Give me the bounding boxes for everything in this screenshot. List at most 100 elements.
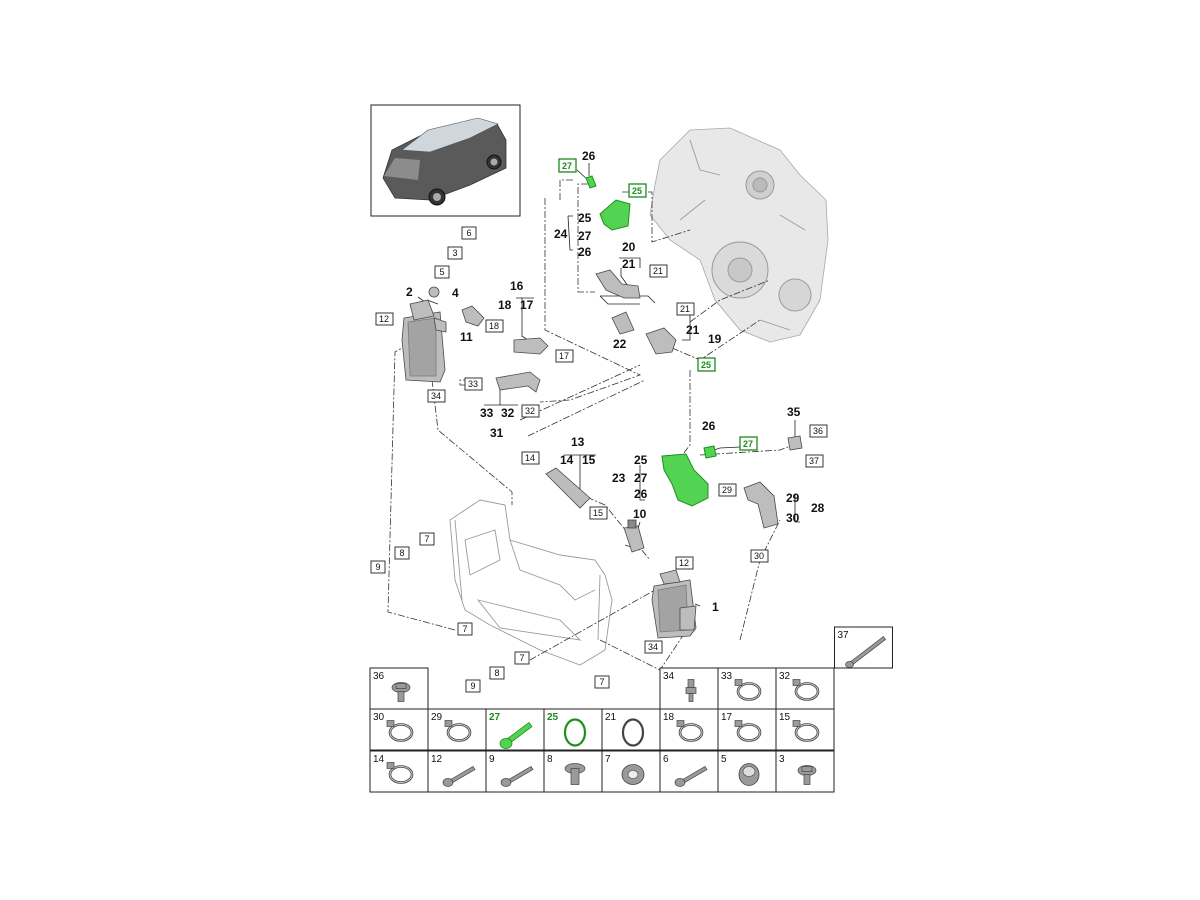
sensor-icon xyxy=(685,679,697,702)
intake-pipe-23 xyxy=(661,445,717,507)
intake-pipe-24 xyxy=(585,175,631,231)
parts-cell-5: 5 xyxy=(717,750,777,793)
svg-text:7: 7 xyxy=(599,677,604,687)
svg-text:12: 12 xyxy=(379,314,389,324)
callout-box-29: 29 xyxy=(718,483,737,497)
parts-cell-34: 34 xyxy=(659,667,719,710)
svg-text:29: 29 xyxy=(722,485,732,495)
svg-text:9: 9 xyxy=(375,562,380,572)
svg-text:36: 36 xyxy=(813,426,823,436)
parts-cell-number: 33 xyxy=(721,671,733,682)
parts-cell-number: 9 xyxy=(489,754,495,765)
long-bolt-icon xyxy=(845,635,886,668)
callout-26: 26 xyxy=(578,245,592,259)
svg-text:5: 5 xyxy=(439,267,444,277)
hose-sensor-left xyxy=(428,286,485,327)
callout-18: 18 xyxy=(498,298,512,312)
hose-28 xyxy=(743,481,779,529)
parts-cell-30: 30 xyxy=(369,708,429,751)
hose-clamp-icon xyxy=(734,679,762,701)
vehicle-thumbnail xyxy=(370,104,521,217)
callouts-boxed: 6 3 5 12 18 17 21 21 33 34 32 14 15 36 3… xyxy=(370,226,828,693)
parts-cell-18: 18 xyxy=(659,708,719,751)
svg-text:25: 25 xyxy=(701,360,711,370)
parts-cell-number: 8 xyxy=(547,754,553,765)
callout-box-25-highlight: 25 xyxy=(697,357,716,372)
parts-cell-3: 3 xyxy=(775,750,835,793)
callout-box-3: 3 xyxy=(447,246,463,260)
parts-cell-number: 14 xyxy=(373,754,385,765)
callout-26: 26 xyxy=(582,149,596,163)
charge-air-cooler-left xyxy=(401,299,447,383)
pipe-19 xyxy=(645,327,677,355)
hose-clamp-icon xyxy=(676,720,704,742)
parts-cell-number: 5 xyxy=(721,754,727,765)
suv-icon xyxy=(382,117,507,206)
callout-box-33: 33 xyxy=(464,377,483,391)
parts-cell-21: 21 xyxy=(601,708,661,751)
hose-clamp-icon xyxy=(792,679,820,701)
parts-cell-25: 25 xyxy=(543,708,603,751)
svg-text:8: 8 xyxy=(399,548,404,558)
parts-cell-number: 34 xyxy=(663,671,675,682)
callout-21: 21 xyxy=(622,257,636,271)
callout-19: 19 xyxy=(708,332,722,346)
front-carrier-frame xyxy=(449,499,613,666)
svg-text:15: 15 xyxy=(593,508,603,518)
callout-16: 16 xyxy=(510,279,524,293)
callouts-boxed-green: 27 25 25 27 xyxy=(558,158,758,451)
bolt-icon xyxy=(674,766,708,787)
svg-text:32: 32 xyxy=(525,406,535,416)
callout-box-21: 21 xyxy=(676,302,695,316)
svg-text:9: 9 xyxy=(470,681,475,691)
o-ring-icon xyxy=(563,718,587,747)
callout-box-27-highlight: 27 xyxy=(558,158,577,173)
callout-28: 28 xyxy=(811,501,825,515)
bolt-icon xyxy=(500,766,534,787)
callout-23: 23 xyxy=(612,471,626,485)
sensor-35 xyxy=(787,435,803,451)
connector-22 xyxy=(611,311,635,335)
callout-box-9: 9 xyxy=(370,560,386,574)
spacer-icon xyxy=(738,763,760,786)
hose-clamp-icon xyxy=(386,762,414,784)
parts-cell-8: 8 xyxy=(543,750,603,793)
callout-box-21: 21 xyxy=(649,264,668,278)
svg-text:17: 17 xyxy=(559,351,569,361)
callout-1: 1 xyxy=(712,600,719,614)
callout-31: 31 xyxy=(490,426,504,440)
parts-cell-9: 9 xyxy=(485,750,545,793)
parts-cell-number: 30 xyxy=(373,712,385,723)
parts-cell-number: 21 xyxy=(605,712,617,723)
flange-bolt-icon xyxy=(391,682,411,702)
svg-text:34: 34 xyxy=(648,642,658,652)
parts-cell-37: 37 xyxy=(834,626,893,669)
sensor-10 xyxy=(623,519,645,553)
callout-box-14: 14 xyxy=(521,451,540,465)
parts-cell-number: 7 xyxy=(605,754,611,765)
hose-31 xyxy=(495,371,541,393)
callout-29: 29 xyxy=(786,491,800,505)
svg-text:33: 33 xyxy=(468,379,478,389)
hose-clamp-icon xyxy=(734,720,762,742)
callout-24: 24 xyxy=(554,227,568,241)
parts-cell-number: 25 xyxy=(547,712,559,723)
callout-box-17: 17 xyxy=(555,349,574,363)
svg-text:12: 12 xyxy=(679,558,689,568)
svg-text:8: 8 xyxy=(494,668,499,678)
callout-box-6: 6 xyxy=(461,226,477,240)
callout-17: 17 xyxy=(520,298,534,312)
callout-11: 11 xyxy=(460,330,473,344)
svg-text:30: 30 xyxy=(754,551,764,561)
svg-text:7: 7 xyxy=(424,534,429,544)
callout-box-8: 8 xyxy=(394,546,410,560)
callout-21: 21 xyxy=(686,323,700,337)
svg-text:14: 14 xyxy=(525,453,535,463)
callout-27: 27 xyxy=(634,471,648,485)
parts-cell-number: 18 xyxy=(663,712,675,723)
callout-box-30: 30 xyxy=(750,549,769,563)
svg-text:7: 7 xyxy=(462,624,467,634)
hose-clamp-icon xyxy=(444,720,472,742)
svg-text:6: 6 xyxy=(466,228,471,238)
